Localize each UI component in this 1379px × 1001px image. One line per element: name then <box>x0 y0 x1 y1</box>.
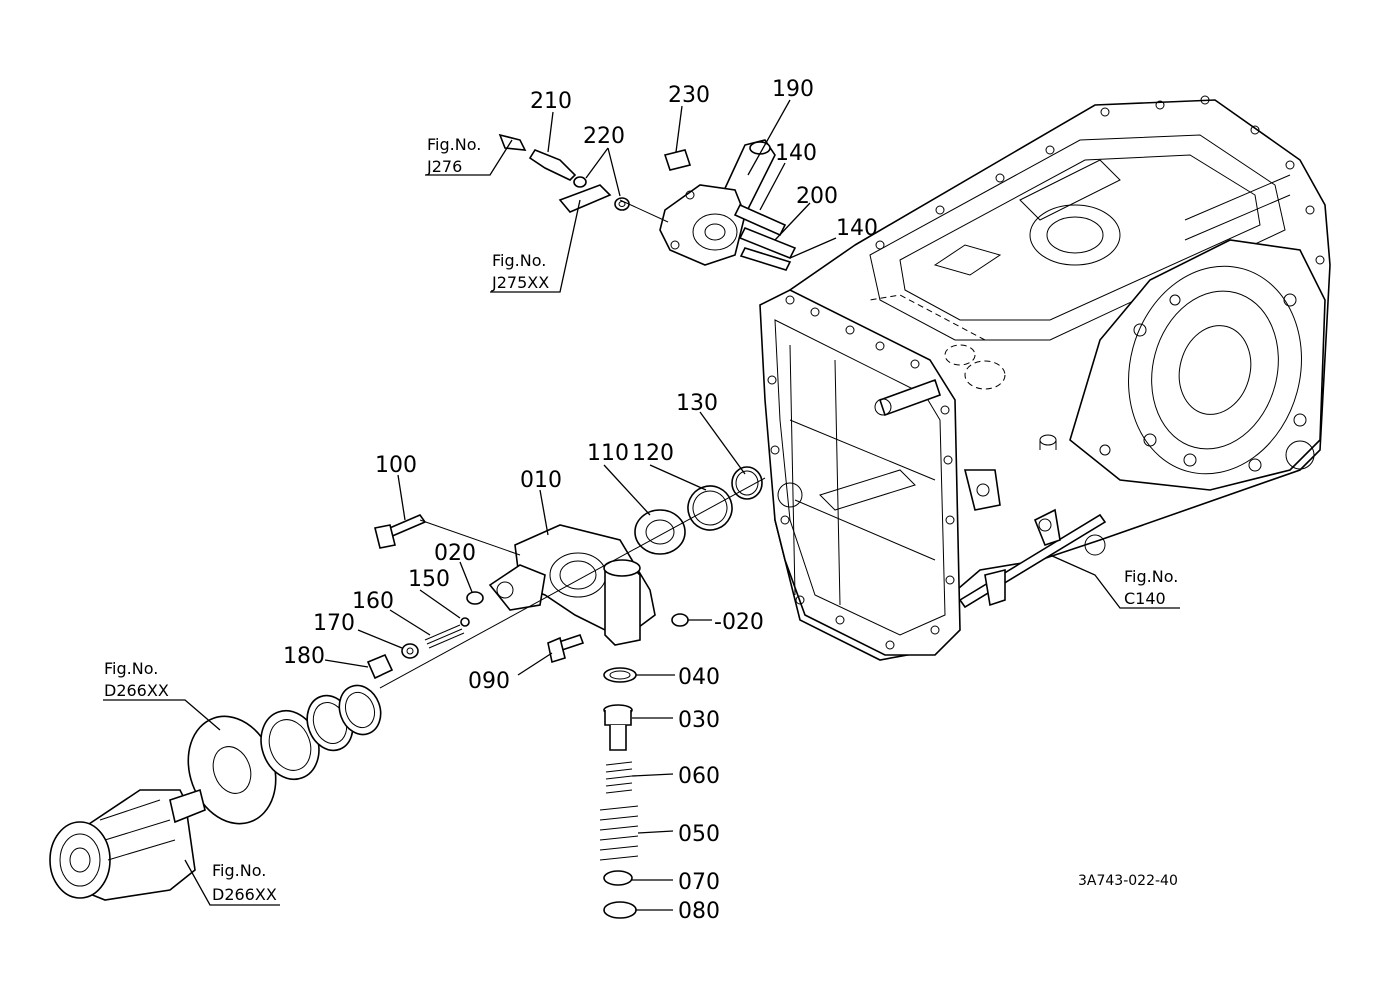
diagram-code: 3A743-022-40 <box>1078 873 1178 889</box>
leader-lines <box>103 99 1180 911</box>
ball-150 <box>460 617 470 627</box>
figref-j275xx-line1: Fig.No. <box>492 251 546 270</box>
label-120: 120 <box>632 441 674 466</box>
clutch-hub <box>49 788 206 901</box>
pin-140-lower <box>739 247 792 271</box>
spring-060 <box>605 761 633 794</box>
label-110: 110 <box>587 441 629 466</box>
label-140-upper: 140 <box>775 141 817 166</box>
plug-020-left <box>466 591 484 605</box>
label-070: 070 <box>678 870 720 895</box>
transmission-case <box>759 95 1331 661</box>
figref-j276-line2: J276 <box>426 157 462 176</box>
bearing-110 <box>634 509 686 555</box>
label-020-left: 020 <box>434 541 476 566</box>
label-230: 230 <box>668 83 710 108</box>
figref-j275xx-line2: J275XX <box>491 273 549 292</box>
label-140-lower: 140 <box>836 216 878 241</box>
label-050: 050 <box>678 822 720 847</box>
spring-160 <box>424 624 465 649</box>
cap-070 <box>603 870 633 886</box>
label-150: 150 <box>408 567 450 592</box>
figref-c140-line2: C140 <box>1124 589 1166 608</box>
plug-180 <box>366 653 394 680</box>
washer-170 <box>401 643 419 659</box>
label-210: 210 <box>530 89 572 114</box>
bolt-090 <box>547 633 585 664</box>
washer-220 <box>558 184 630 213</box>
label-030: 030 <box>678 708 720 733</box>
part-labels: 210 230 190 220 140 200 140 130 120 110 … <box>283 77 878 924</box>
label-190: 190 <box>772 77 814 102</box>
label-170: 170 <box>313 611 355 636</box>
label-100: 100 <box>375 453 417 478</box>
seal-040 <box>603 667 637 683</box>
figref-d266a-line1: Fig.No. <box>104 659 158 678</box>
label-220: 220 <box>583 124 625 149</box>
bolt-100 <box>374 514 427 549</box>
spring-050 <box>599 805 639 861</box>
figref-d266b-line1: Fig.No. <box>212 861 266 880</box>
label-060: 060 <box>678 764 720 789</box>
label-130: 130 <box>676 391 718 416</box>
label-160: 160 <box>352 589 394 614</box>
snap-ring-080 <box>603 901 637 919</box>
label-180: 180 <box>283 644 325 669</box>
thrust-plate <box>187 715 277 825</box>
plug-020-right <box>671 613 689 627</box>
figref-c140-line1: Fig.No. <box>1124 567 1178 586</box>
fitting-210 <box>498 133 587 188</box>
figref-j276-line1: Fig.No. <box>427 135 481 154</box>
washer-b <box>338 684 382 736</box>
label-090: 090 <box>468 669 510 694</box>
ring-130 <box>731 466 763 500</box>
figref-d266a-line2: D266XX <box>104 681 169 700</box>
valve-030 <box>603 704 633 751</box>
label-040: 040 <box>678 665 720 690</box>
cylinder-assembly-190 <box>659 139 776 266</box>
cover-010 <box>488 524 656 646</box>
label-020-right: -020 <box>714 610 764 635</box>
figure-references: Fig.No. J276 Fig.No. J275XX Fig.No. C140… <box>104 135 1178 904</box>
figref-d266b-line2: D266XX <box>212 885 277 904</box>
label-080: 080 <box>678 899 720 924</box>
label-200: 200 <box>796 184 838 209</box>
label-010: 010 <box>520 468 562 493</box>
